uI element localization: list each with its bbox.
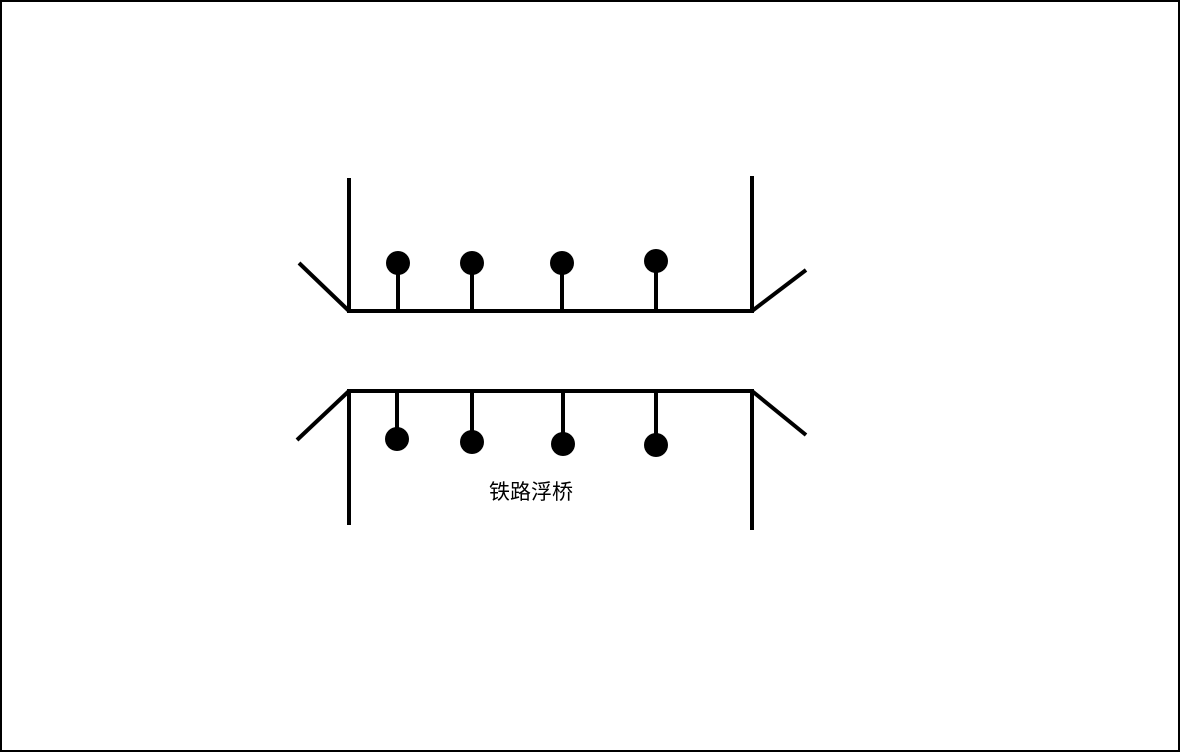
lower-pontoon-knob xyxy=(385,427,409,451)
upper-pontoon-knob xyxy=(550,251,574,275)
upper-pontoon-knob xyxy=(386,251,410,275)
upper-pontoon-knob xyxy=(644,249,668,273)
lower-pontoon-knob xyxy=(644,433,668,457)
upper-pontoon-knob xyxy=(460,251,484,275)
symbol-caption: 铁路浮桥 xyxy=(489,480,573,504)
lower-pontoon-knob xyxy=(551,432,575,456)
lower-pontoon-knob xyxy=(460,430,484,454)
upper-right-wing xyxy=(750,268,808,313)
lower-right-wing xyxy=(750,389,808,437)
upper-left-wing xyxy=(297,261,351,313)
lower-left-wing xyxy=(295,389,351,442)
